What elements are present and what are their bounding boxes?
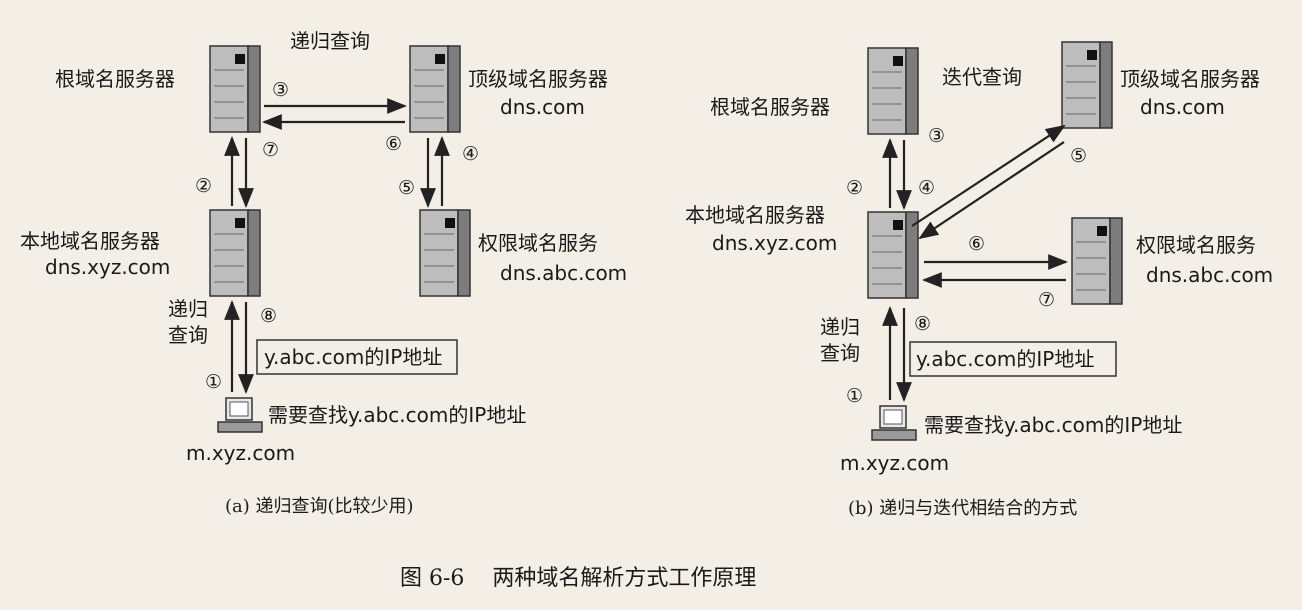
step-4: ④ [918,177,935,199]
panel-b-caption: (b) 递归与迭代相结合的方式 [848,498,1077,519]
auth-server-domain: dns.abc.com [1146,263,1273,287]
local-server-domain: dns.xyz.com [45,255,170,279]
reply-box [909,341,1117,377]
step-3: ③ [928,125,945,147]
auth-server-icon [1071,217,1123,305]
local-server-domain: dns.xyz.com [712,231,837,255]
local-server-name: 本地域名服务器 [685,203,825,227]
client-need-text: 需要查找y.abc.com的IP地址 [268,403,526,427]
local-server-name: 本地域名服务器 [20,229,160,253]
step-1: ① [846,385,863,407]
tld-server-icon [1061,41,1113,129]
root-server-name: 根域名服务器 [55,67,175,91]
auth-server-icon [419,209,471,297]
tld-server-domain: dns.com [500,95,585,119]
client-pc-icon [217,397,263,433]
panel-a-caption: (a) 递归查询(比较少用) [225,496,414,517]
client-query-label-2: 查询 [820,341,860,365]
step-7: ⑦ [1038,289,1055,311]
client-domain: m.xyz.com [840,451,949,475]
step-8: ⑧ [260,305,277,327]
reply-box [256,339,458,375]
mode-label: 迭代查询 [942,65,1022,89]
arrow-tld-to-local [918,141,1065,240]
step-6: ⑥ [385,133,402,155]
step-6: ⑥ [968,233,985,255]
root-server-icon [867,47,919,135]
step-8: ⑧ [914,313,931,335]
client-need-text: 需要查找y.abc.com的IP地址 [924,413,1182,437]
client-query-label-1: 递归 [820,315,860,339]
tld-server-icon [409,45,461,133]
local-server-icon [209,209,261,297]
auth-server-domain: dns.abc.com [500,261,627,285]
step-2: ② [195,175,212,197]
auth-server-name: 权限域名服务 [1136,233,1256,257]
step-3: ③ [272,79,289,101]
step-1: ① [205,371,222,393]
step-7: ⑦ [262,139,279,161]
step-5: ⑤ [398,177,415,199]
step-5: ⑤ [1070,145,1087,167]
panel-a: 递归查询 根域名服务器 顶级域名服务器 dns.com 本地域名服务器 dns.… [20,29,627,517]
root-server-icon [209,45,261,133]
client-domain: m.xyz.com [186,441,295,465]
reply-box-text: y.abc.com的IP地址 [264,345,442,369]
auth-server-name: 权限域名服务 [478,231,598,255]
figure-caption: 图 6-6 两种域名解析方式工作原理 [400,566,756,591]
client-query-label-2: 查询 [168,323,208,347]
root-server-name: 根域名服务器 [710,95,830,119]
panel-b: 迭代查询 根域名服务器 顶级域名服务器 dns.com 本地域名服务器 dns.… [685,41,1273,519]
step-2: ② [846,177,863,199]
tld-server-name: 顶级域名服务器 [468,67,608,91]
tld-server-domain: dns.com [1140,95,1225,119]
client-pc-icon [871,405,917,441]
reply-box-text: y.abc.com的IP地址 [916,347,1094,371]
step-4: ④ [462,143,479,165]
tld-server-name: 顶级域名服务器 [1120,67,1260,91]
arrow-local-to-tld [911,124,1066,227]
client-query-label-1: 递归 [168,297,208,321]
mode-label: 递归查询 [290,29,370,53]
local-server-icon [867,211,919,299]
